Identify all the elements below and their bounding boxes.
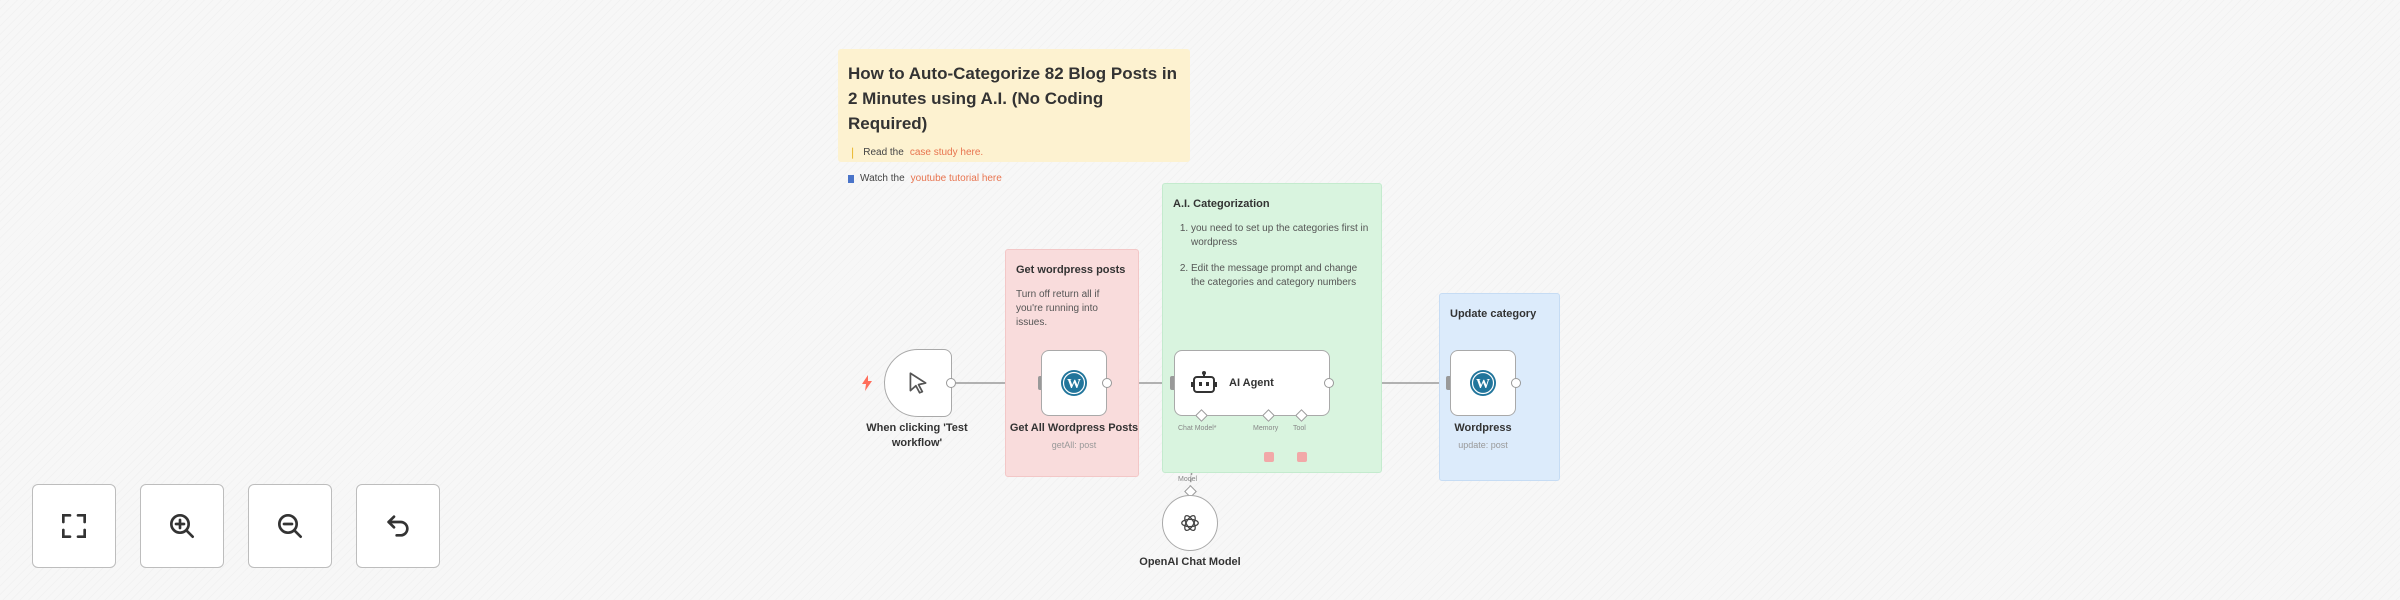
wordpress-input-handle[interactable] — [1446, 376, 1452, 390]
node-ai-agent[interactable]: AI Agent — [1174, 350, 1330, 416]
trigger-output-handle[interactable] — [946, 378, 956, 388]
agent-output-handle[interactable] — [1324, 378, 1334, 388]
svg-text:W: W — [1067, 377, 1081, 392]
intro-title: How to Auto-Categorize 82 Blog Posts in … — [848, 64, 1177, 133]
wordpress-output-handle[interactable] — [1511, 378, 1521, 388]
sticky-note-ai-categorization[interactable]: A.I. Categorization you need to set up t… — [1162, 183, 1382, 473]
wordpress-label: Wordpress — [1454, 422, 1512, 434]
node-openai-chat-model[interactable] — [1162, 495, 1218, 551]
node-get-all-wordpress-posts[interactable]: W — [1041, 350, 1107, 416]
trigger-lightning-icon — [862, 375, 872, 391]
add-memory-plus-icon[interactable] — [1264, 452, 1274, 462]
ai-title: A.I. Categorization — [1173, 198, 1270, 210]
svg-text:W: W — [1476, 377, 1490, 392]
zoom-in-button[interactable] — [140, 484, 224, 568]
memory-port-label: Memory — [1253, 425, 1279, 432]
fit-view-icon — [62, 514, 86, 538]
agent-label: AI Agent — [1229, 377, 1274, 389]
zoom-in-icon — [170, 514, 194, 538]
zoom-out-icon — [278, 514, 302, 538]
getall-output-handle[interactable] — [1102, 378, 1112, 388]
ai-instruction-1: you need to set up the categories first … — [1191, 222, 1371, 250]
chat-model-port-label: Chat Model* — [1178, 425, 1217, 432]
get-posts-text: Turn off return all if you're running in… — [1016, 289, 1100, 328]
sticky-note-intro[interactable]: How to Auto-Categorize 82 Blog Posts in … — [838, 49, 1190, 184]
wordpress-subtitle: update: post — [1458, 440, 1508, 450]
youtube-tutorial-link[interactable]: youtube tutorial here — [910, 173, 1002, 184]
wordpress-icon: W — [1061, 370, 1087, 396]
reset-zoom-button[interactable] — [356, 484, 440, 568]
intro-line-case-study: ❘ Read the case study here. — [848, 147, 984, 159]
update-title: Update category — [1450, 308, 1537, 320]
node-wordpress-update[interactable]: W — [1450, 350, 1516, 416]
reset-zoom-icon — [387, 515, 409, 537]
wordpress-icon: W — [1470, 370, 1496, 396]
zoom-out-button[interactable] — [248, 484, 332, 568]
bulb-icon: ❘ — [848, 147, 858, 159]
agent-input-handle[interactable] — [1170, 376, 1176, 390]
intro-line-youtube: Watch the youtube tutorial here — [848, 173, 1180, 184]
openai-icon — [1181, 514, 1199, 532]
node-manual-trigger[interactable] — [884, 349, 952, 417]
ai-instructions: you need to set up the categories first … — [1173, 222, 1371, 290]
tool-port-label: Tool — [1293, 425, 1306, 432]
get-posts-title: Get wordpress posts — [1016, 264, 1126, 276]
getall-subtitle: getAll: post — [1051, 440, 1097, 450]
case-study-link[interactable]: case study here. — [909, 147, 984, 158]
getall-label: Get All Wordpress Posts — [1009, 422, 1139, 434]
cursor-click-icon — [909, 372, 927, 394]
fit-view-button[interactable] — [32, 484, 116, 568]
openai-label: OpenAI Chat Model — [1139, 556, 1241, 568]
openai-model-port-label: Model — [1178, 476, 1198, 483]
trigger-label: When clicking 'Test workflow' — [866, 422, 968, 449]
bookmark-icon — [848, 174, 854, 183]
add-tool-plus-icon[interactable] — [1297, 452, 1307, 462]
robot-icon — [1191, 371, 1217, 393]
ai-instruction-2: Edit the message prompt and change the c… — [1191, 262, 1371, 290]
